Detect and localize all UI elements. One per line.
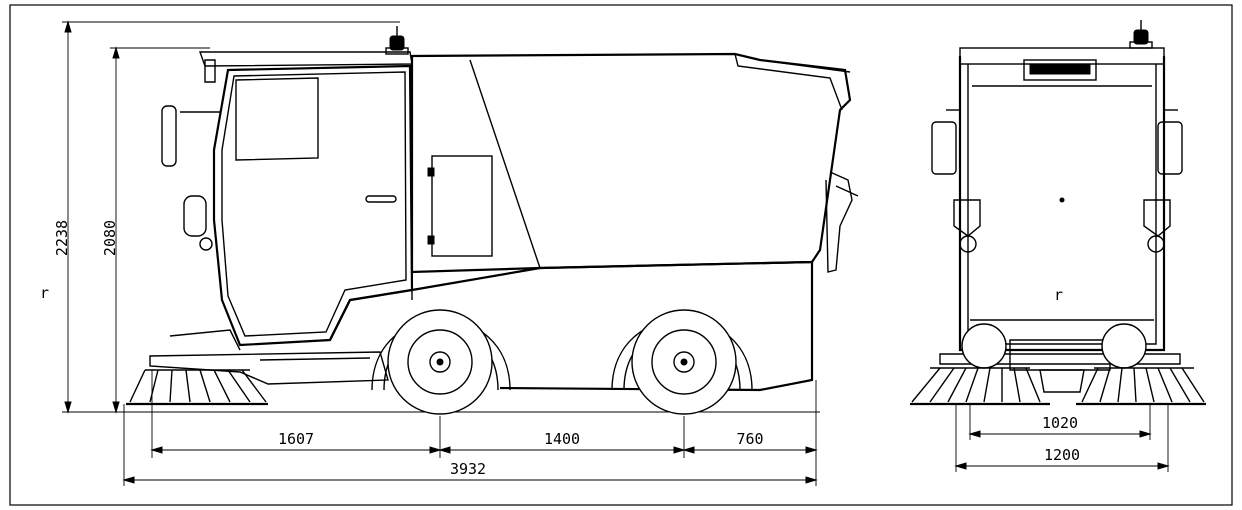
- dim-front-to-axle: 1607: [150, 370, 442, 458]
- dim-length-total: 3932: [122, 404, 818, 486]
- rear-wheel: [631, 309, 737, 415]
- dim-overall-width: 1200: [954, 404, 1170, 472]
- dim-height-total: 2238: [53, 20, 400, 414]
- dim-height-total-label: 2238: [53, 220, 71, 256]
- rear-view: r: [910, 20, 1206, 472]
- dim-track-width-label: 1020: [1042, 414, 1078, 432]
- rear-left-mirror: [931, 109, 981, 253]
- rear-beacon-light: [1129, 20, 1153, 49]
- beacon-light: [385, 26, 409, 55]
- dim-rear-overhang-label: 760: [736, 430, 763, 448]
- dim-rear-overhang: 760: [682, 380, 818, 486]
- rear-left-brush: [910, 367, 1050, 406]
- dim-height-cab-label: 2080: [101, 220, 119, 256]
- dim-wheelbase: 1400: [438, 416, 686, 458]
- side-view: 2238 2080 r: [40, 20, 859, 486]
- dim-height-cab: 2080: [101, 46, 210, 414]
- drawing-frame: [9, 4, 1233, 506]
- side-brush: [126, 369, 268, 406]
- dim-wheelbase-label: 1400: [544, 430, 580, 448]
- dim-front-to-axle-label: 1607: [278, 430, 314, 448]
- rear-view-mark: r: [1054, 286, 1063, 304]
- side-mirror: [161, 105, 220, 251]
- rear-right-brush: [1076, 367, 1206, 406]
- rear-right-mirror: [1143, 109, 1183, 253]
- side-view-mark: r: [40, 284, 49, 302]
- dim-overall-width-label: 1200: [1044, 446, 1080, 464]
- dim-track-width: 1020: [968, 404, 1152, 440]
- front-wheel: [387, 309, 493, 415]
- dim-length-total-label: 3932: [450, 460, 486, 478]
